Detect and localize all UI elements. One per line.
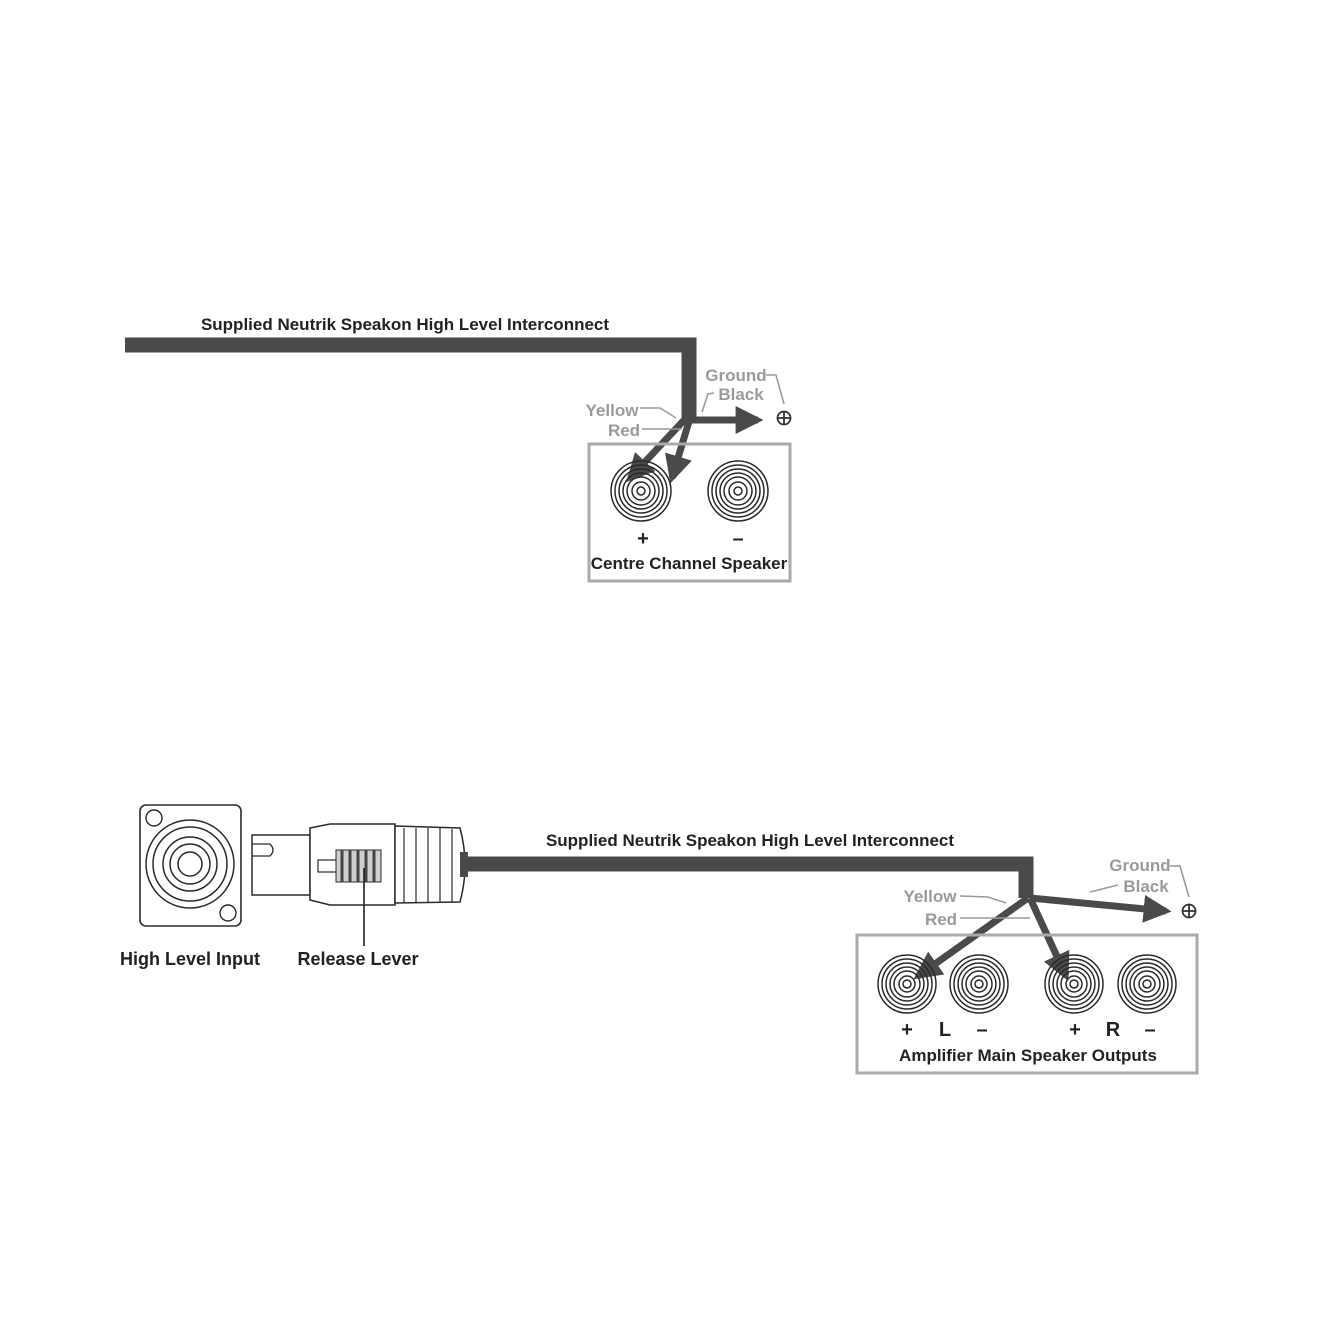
top-black-leader bbox=[702, 393, 714, 412]
top-ground-label: Ground bbox=[705, 366, 766, 385]
right-plus-label: + bbox=[1069, 1019, 1081, 1041]
top-cable-label: Supplied Neutrik Speakon High Level Inte… bbox=[201, 315, 609, 334]
binding-post-icon bbox=[708, 461, 768, 521]
binding-post-icon bbox=[950, 955, 1008, 1013]
bottom-ground-wire bbox=[1030, 898, 1166, 911]
binding-post-icon bbox=[1045, 955, 1103, 1013]
top-diagram: Supplied Neutrik Speakon High Level Inte… bbox=[125, 315, 791, 581]
speakon-plug bbox=[252, 824, 468, 905]
high-level-input-label: High Level Input bbox=[120, 949, 260, 969]
left-minus-label: – bbox=[976, 1019, 987, 1041]
release-lever bbox=[336, 850, 381, 882]
top-yellow-leader bbox=[640, 408, 676, 418]
bottom-red-label: Red bbox=[925, 910, 957, 929]
top-plus-label: + bbox=[637, 528, 649, 550]
binding-post-icon bbox=[878, 955, 936, 1013]
bottom-red-wire bbox=[1030, 898, 1066, 976]
left-plus-label: + bbox=[901, 1019, 913, 1041]
binding-post-icon bbox=[1118, 955, 1176, 1013]
top-black-label: Black bbox=[718, 385, 764, 404]
amplifier-panel-title: Amplifier Main Speaker Outputs bbox=[899, 1046, 1157, 1065]
top-red-label: Red bbox=[608, 421, 640, 440]
bottom-yellow-label: Yellow bbox=[904, 887, 958, 906]
top-panel-title: Centre Channel Speaker bbox=[591, 554, 788, 573]
bottom-black-leader bbox=[1090, 885, 1118, 892]
release-lever-label: Release Lever bbox=[297, 949, 418, 969]
bottom-ground-label: Ground bbox=[1109, 856, 1170, 875]
top-minus-label: – bbox=[732, 528, 743, 550]
top-yellow-label: Yellow bbox=[586, 401, 640, 420]
top-ground-leader bbox=[766, 375, 784, 404]
right-minus-label: – bbox=[1144, 1019, 1155, 1041]
bottom-yellow-leader bbox=[960, 896, 1006, 903]
left-channel-label: L bbox=[939, 1019, 951, 1041]
bottom-black-label: Black bbox=[1123, 877, 1169, 896]
speakon-connector-icon bbox=[140, 805, 241, 926]
ground-icon bbox=[1183, 905, 1196, 918]
bottom-cable-label: Supplied Neutrik Speakon High Level Inte… bbox=[546, 831, 954, 850]
bottom-ground-leader bbox=[1170, 866, 1189, 897]
bottom-diagram: High Level Input Release Lever Supplied … bbox=[120, 805, 1197, 1073]
right-channel-label: R bbox=[1106, 1019, 1121, 1041]
ground-icon bbox=[778, 412, 791, 425]
